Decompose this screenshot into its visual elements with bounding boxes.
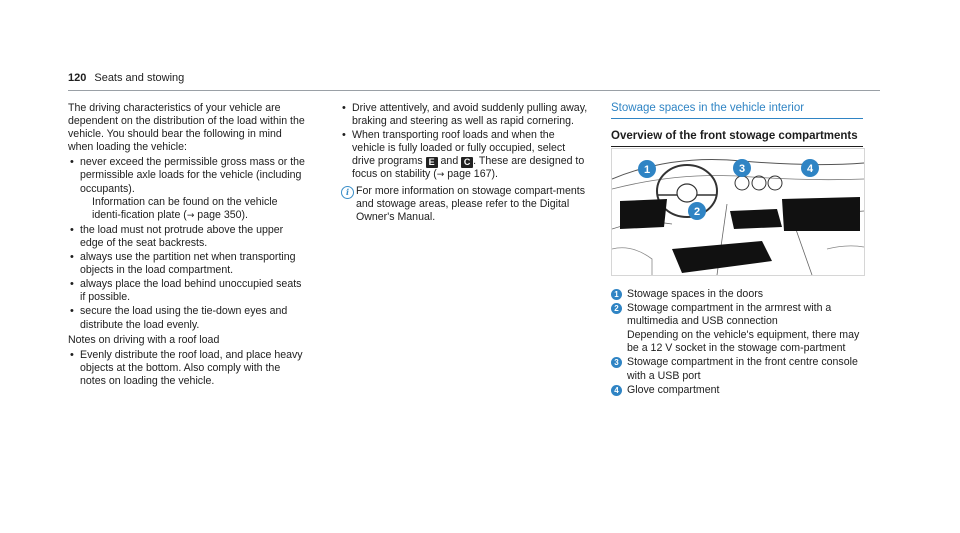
legend-item: 2 Stowage compartment in the armrest wit… xyxy=(611,302,865,355)
legend-item: 4 Glove compartment xyxy=(611,384,865,397)
list-item: When transporting roof loads and when th… xyxy=(340,129,590,182)
legend-text: Stowage spaces in the doors xyxy=(627,288,764,300)
list-item: never exceed the permissible gross mass … xyxy=(68,156,308,222)
svg-text:1: 1 xyxy=(644,164,650,176)
svg-text:2: 2 xyxy=(694,206,700,218)
list-item-subtext: Information can be found on the vehicle … xyxy=(80,196,308,223)
page-reference-link[interactable]: page 350). xyxy=(194,208,248,221)
door-stowage-area xyxy=(620,199,667,229)
page-reference-link[interactable]: page 167). xyxy=(444,168,498,181)
figure-legend: 1 Stowage spaces in the doors 2 Stowage … xyxy=(611,288,865,398)
list-item: Drive attentively, and avoid suddenly pu… xyxy=(340,102,590,128)
section-title: Stowage spaces in the vehicle interior xyxy=(611,102,863,120)
legend-number: 3 xyxy=(611,357,622,369)
page-reference-arrow-icon: → xyxy=(436,170,445,181)
list-item: secure the load using the tie-down eyes … xyxy=(68,305,308,331)
list-item: always use the partition net when transp… xyxy=(68,251,308,277)
driving-tips-list: Drive attentively, and avoid suddenly pu… xyxy=(340,102,590,183)
callout-4: 4 xyxy=(801,159,819,177)
list-item-text: When transporting roof loads and when th… xyxy=(352,129,566,168)
interior-drawing: 1 2 3 4 xyxy=(612,159,864,275)
list-item: always place the load behind unoccupied … xyxy=(68,278,308,304)
list-item-text: never exceed the permissible gross mass … xyxy=(80,156,305,195)
armrest-stowage-area xyxy=(672,241,772,273)
console-stowage-area xyxy=(730,209,782,229)
callout-1: 1 xyxy=(638,160,656,178)
interior-illustration: 1 2 3 4 xyxy=(611,148,865,276)
legend-item: 3 Stowage compartment in the front centr… xyxy=(611,356,865,382)
list-item-text: . These are designed to focus on stabili… xyxy=(352,155,585,181)
list-item-text: and xyxy=(437,155,462,168)
right-column: Stowage spaces in the vehicle interior O… xyxy=(611,102,865,148)
legend-number: 4 xyxy=(611,384,622,396)
legend-number: 1 xyxy=(611,289,622,300)
subtext-start: Information can be found on the vehicle … xyxy=(92,195,278,221)
subsection-title: Overview of the front stowage compartmen… xyxy=(611,130,863,148)
list-item: the load must not protrude above the upp… xyxy=(68,224,308,250)
section-name: Seats and stowing xyxy=(94,72,185,84)
info-icon: i xyxy=(341,185,354,199)
legend-item: 1 Stowage spaces in the doors xyxy=(611,288,865,301)
legend-detail: Depending on the vehicle's equipment, th… xyxy=(627,329,860,355)
legend-text: Stowage compartment in the front centre … xyxy=(627,356,858,382)
glove-compartment-area xyxy=(782,197,860,231)
page-number: 120 xyxy=(68,72,87,84)
page-reference-arrow-icon: → xyxy=(186,210,195,221)
info-note: i For more information on stowage compar… xyxy=(340,185,590,224)
middle-column: Drive attentively, and avoid suddenly pu… xyxy=(340,102,590,224)
roof-load-list: Evenly distribute the roof load, and pla… xyxy=(68,349,308,388)
legend-text: Stowage compartment in the armrest with … xyxy=(627,302,832,328)
svg-text:3: 3 xyxy=(739,163,745,175)
drive-program-e-icon: E xyxy=(425,157,438,169)
svg-text:4: 4 xyxy=(807,163,814,175)
legend-number: 2 xyxy=(611,303,622,315)
roof-load-heading: Notes on driving with a roof load xyxy=(68,333,220,346)
loading-rules-list: never exceed the permissible gross mass … xyxy=(68,156,308,331)
left-column: The driving characteristics of your vehi… xyxy=(68,102,308,390)
drive-program-c-icon: C xyxy=(461,157,474,169)
callout-2: 2 xyxy=(688,202,706,220)
info-note-text: For more information on stowage compart-… xyxy=(356,184,586,223)
list-item: Evenly distribute the roof load, and pla… xyxy=(68,349,308,388)
intro-paragraph: The driving characteristics of your vehi… xyxy=(68,102,305,154)
legend-text: Glove compartment xyxy=(627,383,720,396)
callout-3: 3 xyxy=(733,159,751,177)
page-header: 120 Seats and stowing xyxy=(68,72,880,91)
